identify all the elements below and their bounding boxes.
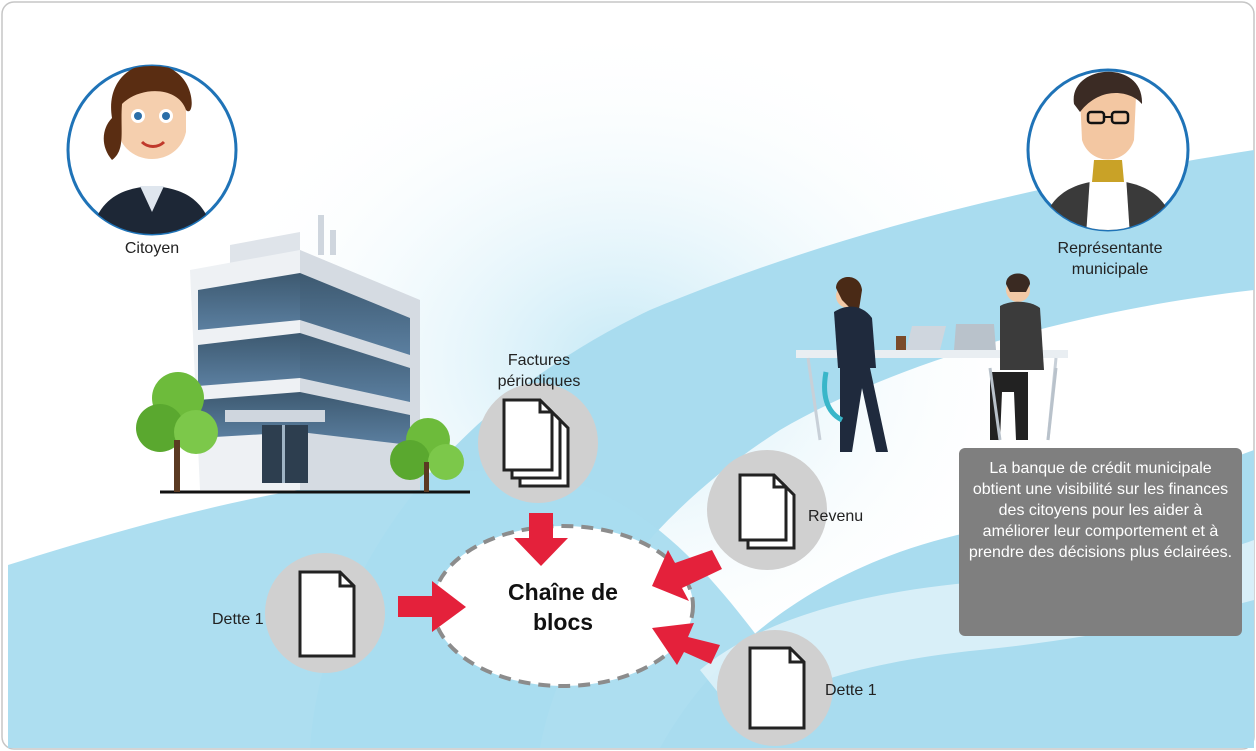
periodic-invoices-label: Factures périodiques <box>497 352 581 390</box>
blockchain-hub <box>431 524 695 688</box>
citizen-avatar <box>66 64 238 236</box>
representative-label: Représentante municipale <box>1057 240 1163 278</box>
arrow-debt-left-to-hub <box>398 581 466 632</box>
representative-avatar <box>1026 68 1190 232</box>
revenue-label: Revenu <box>808 508 864 525</box>
debt-right-document <box>717 630 833 746</box>
arrow-revenue-to-hub <box>652 550 722 601</box>
blockchain-label: Chaîne de blocs <box>508 579 618 635</box>
citizen-label: Citoyen <box>124 240 180 257</box>
debt-left-document <box>265 553 385 673</box>
office-desk-illustration <box>796 273 1068 452</box>
bank-visibility-note: La banque de crédit municipale obtient u… <box>959 448 1242 636</box>
city-building-illustration <box>136 215 470 494</box>
arrow-invoices-to-hub <box>514 513 568 566</box>
periodic-invoices-document <box>478 383 598 503</box>
debt-right-label: Dette 1 <box>825 682 877 699</box>
revenue-document <box>707 450 827 570</box>
debt-left-label: Dette 1 <box>212 611 264 628</box>
arrow-debt-right-to-hub <box>652 623 720 665</box>
